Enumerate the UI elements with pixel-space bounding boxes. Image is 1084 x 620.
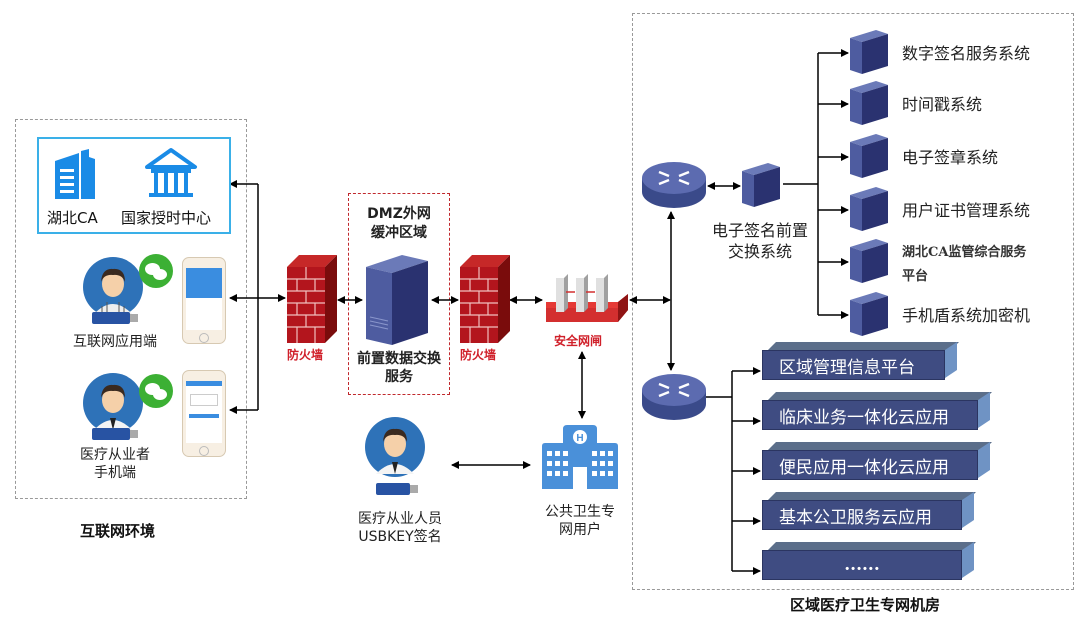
usbkey-connector <box>130 430 138 438</box>
front-exchange-server-icon <box>742 163 780 207</box>
dmz-label-line1: DMZ外网 <box>367 206 431 222</box>
exchange-server-label-line1: 前置数据交换 <box>357 351 441 367</box>
wechat-icon <box>139 254 173 288</box>
app-box-label: 便民应用一体化云应用 <box>762 450 978 480</box>
app-box-label: 基本公卫服务云应用 <box>762 500 962 530</box>
app-box-label: 临床业务一体化云应用 <box>762 400 978 430</box>
app-client <box>78 256 148 326</box>
doctor-avatar-icon <box>365 417 425 477</box>
usbkey-user-label-line2: USBKEY签名 <box>358 529 442 545</box>
ca-box: 湖北CA 国家授时中心 <box>37 137 231 234</box>
front-exchange-label-line2: 交换系统 <box>727 242 792 261</box>
server-icon <box>850 30 888 74</box>
private-zone-label: 区域医疗卫生专网机房 <box>790 596 941 614</box>
mobile-client-label-line1: 医疗从业者 <box>80 447 150 463</box>
mobile-client-label: 医疗从业者 手机端 <box>60 446 170 482</box>
app-box: 区域管理信息平台 <box>762 342 959 380</box>
dmz-zone <box>348 193 450 395</box>
institution-icon <box>145 148 197 197</box>
doctor-avatar-icon <box>83 373 143 433</box>
dmz-label-line2: 缓冲区域 <box>371 225 427 241</box>
app-box-label: ...... <box>762 550 962 580</box>
app-box-top <box>768 392 992 400</box>
system-label: 时间戳系统 <box>902 95 983 114</box>
app-box: 临床业务一体化云应用 <box>762 392 992 430</box>
internet-zone-label: 互联网环境 <box>80 522 156 540</box>
public-health-label-line1: 公共卫生专 <box>545 504 615 520</box>
app-box: 基本公卫服务云应用 <box>762 492 976 530</box>
server-icon <box>850 81 888 125</box>
system-label: 手机盾系统加密机 <box>902 306 1031 325</box>
firewall-right-icon <box>460 255 510 343</box>
mobile-client-label-line2: 手机端 <box>94 465 136 481</box>
user-avatar-icon <box>83 257 143 318</box>
system-label: 湖北CA监管综合服务平台 <box>902 241 1026 289</box>
gatekeeper-icon <box>546 274 628 322</box>
front-exchange-label: 电子签名前置 交换系统 <box>700 220 820 262</box>
app-box-top <box>768 492 976 500</box>
app-box: 便民应用一体化云应用 <box>762 442 992 480</box>
app-box-top <box>768 442 992 450</box>
firewall-right-label: 防火墙 <box>460 348 497 362</box>
system-label: 电子签章系统 <box>902 148 999 167</box>
building-icon <box>55 149 95 199</box>
svg-text:H: H <box>576 433 583 444</box>
dmz-zone-label: DMZ外网 缓冲区域 <box>348 205 450 243</box>
exchange-server-label-line2: 服务 <box>385 369 413 385</box>
app-box: ...... <box>762 542 976 580</box>
usbkey-user-label-line1: 医疗从业人员 <box>358 511 442 527</box>
router-top-icon <box>642 162 706 208</box>
exchange-server-icon <box>366 255 428 345</box>
wechat-icon <box>139 374 173 408</box>
server-icon <box>850 239 888 283</box>
firewall-left-label: 防火墙 <box>287 348 324 362</box>
system-label: 用户证书管理系统 <box>902 201 1031 220</box>
app-box-top <box>768 342 959 350</box>
phone-app-icon <box>182 257 226 344</box>
usbkey-connector <box>130 314 138 322</box>
internet-zone <box>15 119 247 499</box>
usbkey-icon <box>92 312 130 324</box>
app-client-label: 互联网应用端 <box>73 334 157 350</box>
app-box-side <box>962 492 974 528</box>
gatekeeper-label: 安全网闸 <box>554 334 603 348</box>
app-box-side <box>978 392 990 428</box>
server-icon <box>850 292 888 336</box>
exchange-server-label: 前置数据交换 服务 <box>348 350 450 386</box>
ca-label: 湖北CA <box>47 209 98 227</box>
app-box-side <box>978 442 990 478</box>
system-label-line2: 平台 <box>902 269 929 284</box>
public-health-label: 公共卫生专 网用户 <box>530 503 630 539</box>
firewall-left-icon <box>287 255 337 343</box>
public-health-label-line2: 网用户 <box>559 522 601 538</box>
server-icon <box>850 187 888 231</box>
usbkey-connector <box>410 485 418 493</box>
router-bottom-icon <box>642 374 706 420</box>
app-box-label: 区域管理信息平台 <box>762 350 945 380</box>
usbkey-icon <box>92 428 130 440</box>
mobile-client <box>78 372 148 442</box>
system-label: 数字签名服务系统 <box>902 44 1031 63</box>
app-box-side <box>962 542 974 578</box>
app-box-side <box>945 342 957 378</box>
usbkey-icon <box>376 483 410 495</box>
time-center-label: 国家授时中心 <box>121 209 212 227</box>
front-exchange-label-line1: 电子签名前置 <box>711 221 808 240</box>
usbkey-user-label: 医疗从业人员 USBKEY签名 <box>340 510 460 546</box>
app-box-top <box>768 542 976 550</box>
phone-sign-icon <box>182 370 226 457</box>
system-label-line1: 湖北CA监管综合服务 <box>902 245 1027 260</box>
server-icon <box>850 134 888 178</box>
hospital-icon: H <box>542 425 618 489</box>
